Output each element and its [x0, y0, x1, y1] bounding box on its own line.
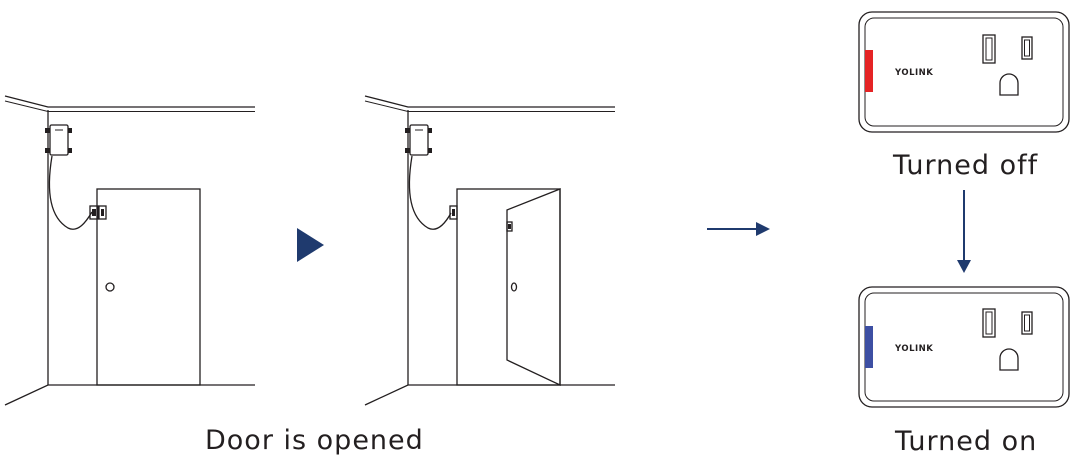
smart-outlet-off: YOLINK: [858, 11, 1070, 133]
sensor-hub-device: [45, 124, 72, 156]
door-closed: [96, 188, 201, 386]
brand-label-off: YOLINK: [894, 68, 933, 78]
door-sensor-separated: [449, 205, 513, 232]
door-knob: [105, 282, 115, 292]
door-frame: [456, 188, 561, 386]
arrow-down-icon: [957, 190, 971, 273]
smart-outlet-on: YOLINK: [858, 286, 1070, 408]
room-closed-door: [4, 95, 255, 406]
arrow-right-icon: [707, 222, 770, 236]
door-knob-open: [510, 282, 518, 292]
caption-turned-on: Turned on: [895, 426, 1038, 457]
caption-door-opened: Door is opened: [205, 425, 424, 456]
door-open: [506, 188, 561, 387]
indicator-light-on: [865, 326, 873, 368]
sensor-hub-device-2: [405, 124, 432, 156]
room-open-door: [364, 95, 615, 406]
ground-socket-2: [999, 348, 1019, 371]
indicator-light-off: [865, 50, 873, 92]
caption-turned-off: Turned off: [893, 150, 1039, 181]
ground-socket: [999, 73, 1019, 96]
play-triangle-icon: [297, 228, 324, 262]
brand-label-on: YOLINK: [894, 344, 933, 354]
door-sensor: [89, 205, 107, 220]
